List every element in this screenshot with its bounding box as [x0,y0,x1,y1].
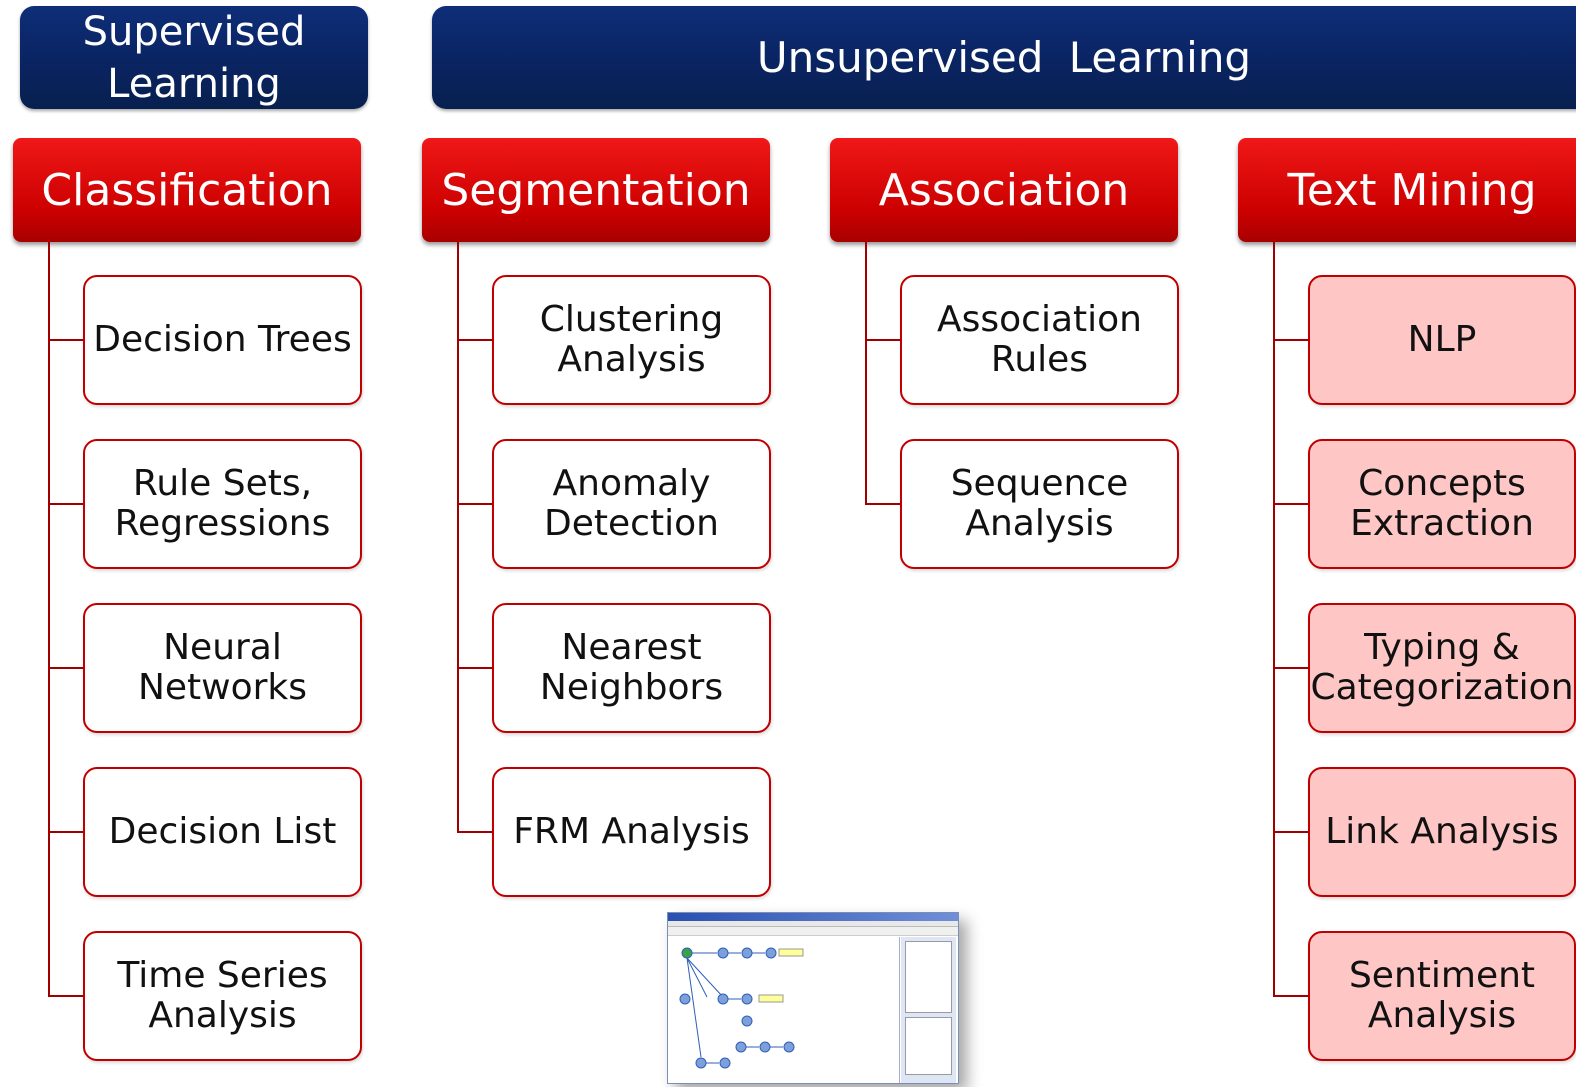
item-label: Link Analysis [1325,811,1559,852]
segmentation-tree-branch [457,667,492,669]
association-header: Association [830,138,1178,242]
supervised-learning-banner: Supervised Learning [20,6,368,109]
association-item-sequence-analysis: Sequence Analysis [900,439,1179,569]
association-header-label: Association [878,164,1130,216]
item-label: Typing & Categorization [1310,627,1574,708]
classification-item-decision-trees: Decision Trees [83,275,362,405]
segmentation-header-label: Segmentation [441,164,751,216]
text-mining-item-link-analysis: Link Analysis [1308,767,1576,897]
association-item-association-rules: Association Rules [900,275,1179,405]
text-mining-item-typing-categorization: Typing & Categorization [1308,603,1576,733]
text-mining-item-nlp: NLP [1308,275,1576,405]
classification-tree-branch [48,667,83,669]
item-label: Decision Trees [93,319,352,360]
classification-header: Classification [13,138,361,242]
software-screenshot-thumbnail [667,912,959,1084]
unsupervised-learning-label: Unsupervised Learning [756,33,1252,82]
classification-item-time-series-analysis: Time Series Analysis [83,931,362,1061]
unsupervised-learning-banner: Unsupervised Learning [432,6,1576,109]
classification-item-neural-networks: Neural Networks [83,603,362,733]
text-mining-item-concepts-extraction: Concepts Extraction [1308,439,1576,569]
segmentation-item-frm-analysis: FRM Analysis [492,767,771,897]
classification-tree-trunk [48,242,50,996]
item-label: Nearest Neighbors [539,627,724,708]
item-label: Sequence Analysis [950,463,1129,544]
item-label: Anomaly Detection [544,463,719,544]
text-mining-tree-branch [1273,503,1308,505]
association-tree-branch [865,339,900,341]
text-mining-header: Text Mining [1238,138,1576,242]
segmentation-header: Segmentation [422,138,770,242]
item-label: Time Series Analysis [117,955,328,1036]
item-label: Sentiment Analysis [1348,955,1536,1036]
classification-tree-branch [48,339,83,341]
item-label: Neural Networks [137,627,308,708]
item-label: Clustering Analysis [539,299,724,380]
text-mining-item-sentiment-analysis: Sentiment Analysis [1308,931,1576,1061]
text-mining-tree-branch [1273,831,1308,833]
text-mining-tree-branch [1273,339,1308,341]
item-label: Rule Sets, Regressions [114,463,331,544]
classification-item-rule-sets-regressions: Rule Sets, Regressions [83,439,362,569]
segmentation-item-clustering-analysis: Clustering Analysis [492,275,771,405]
item-label: Decision List [108,811,337,852]
item-label: Association Rules [937,299,1142,380]
association-tree-trunk [865,242,867,504]
classification-item-decision-list: Decision List [83,767,362,897]
classification-tree-branch [48,831,83,833]
text-mining-tree-branch [1273,667,1308,669]
classification-tree-branch [48,995,83,997]
association-tree-branch [865,503,900,505]
supervised-learning-label: Supervised Learning [82,8,306,107]
item-label: FRM Analysis [513,811,750,852]
item-label: Concepts Extraction [1350,463,1534,544]
text-mining-header-label: Text Mining [1287,164,1537,216]
classification-header-label: Classification [41,164,333,216]
item-label: NLP [1407,319,1477,360]
segmentation-tree-branch [457,339,492,341]
text-mining-tree-branch [1273,995,1308,997]
segmentation-tree-branch [457,831,492,833]
segmentation-tree-trunk [457,242,459,832]
segmentation-item-nearest-neighbors: Nearest Neighbors [492,603,771,733]
classification-tree-branch [48,503,83,505]
segmentation-tree-branch [457,503,492,505]
text-mining-tree-trunk [1273,242,1275,996]
segmentation-item-anomaly-detection: Anomaly Detection [492,439,771,569]
